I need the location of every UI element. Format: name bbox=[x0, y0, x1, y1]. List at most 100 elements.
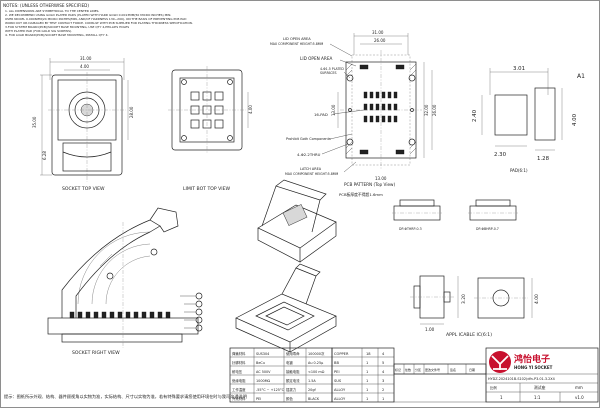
material-3-name: SUS bbox=[334, 379, 342, 383]
param-5-2: 颜色 bbox=[286, 396, 293, 401]
scale-value: 1:1 bbox=[534, 395, 541, 400]
param-1-3: Au 0.25μ bbox=[308, 361, 324, 365]
dim-socket-side-a: 6.28 bbox=[42, 151, 47, 160]
material-5-qty: 1 bbox=[366, 397, 368, 401]
pcb-pattern-view: 31.00 26.00 bbox=[270, 30, 437, 197]
rev-col-3: 更改文件号 bbox=[425, 367, 440, 372]
dim-socket-top-a: 28.00 bbox=[129, 106, 134, 118]
scale-label: 比例 bbox=[490, 385, 497, 390]
param-5-3: BLACK bbox=[308, 397, 320, 401]
rev-col-0: 标记 bbox=[395, 367, 401, 372]
notes-line-3: OVER NICKEL 0.0006MM(24 MICRO INCHES)MIN… bbox=[5, 17, 187, 21]
applicable-ic-view: 3.20 4.00 1.00 APPL ICABLE IC(6:1) bbox=[410, 275, 540, 338]
param-4-1: -55°C ~ +125°C bbox=[256, 388, 285, 392]
pcb-pad-strip-left bbox=[359, 64, 405, 155]
socket-top-view-label: SOCKET TOP VIEW bbox=[62, 186, 105, 192]
material-1-item: 5 bbox=[382, 361, 384, 365]
dim-pcb-w3: 13.00 bbox=[375, 176, 387, 181]
socket-top-view: 31.00 4.00 35.00 6.28 28.00 SOCKET TOP V… bbox=[32, 56, 134, 192]
dim-pcb-h3: 13.00 bbox=[331, 104, 336, 116]
dim-ic-h: 3.20 bbox=[461, 294, 467, 304]
notes-line-4: WORN OUT OR DAMAGED BY TEST CONTACT FORC… bbox=[5, 21, 193, 25]
right-view-callout-bubbles bbox=[180, 292, 203, 332]
dim-pcb-h1: 32.00 bbox=[424, 104, 429, 116]
material-3-item: 3 bbox=[382, 379, 384, 383]
param-5-0: 外壳材料 bbox=[232, 396, 246, 401]
param-2-2: 接触电阻 bbox=[286, 369, 300, 374]
param-0-0: 弹簧材料 bbox=[232, 351, 246, 356]
dim-pad-h1: 2.40 bbox=[472, 109, 478, 122]
param-5-1: PEI bbox=[256, 397, 261, 401]
version-value: v1.0 bbox=[575, 395, 584, 400]
side-profile-2: DP-ΦBHRP-0.7 bbox=[468, 199, 518, 231]
revision-header: 标记 处数 分区 更改文件号 签名 日期 bbox=[393, 363, 487, 403]
applicable-ic-label: APPL ICABLE IC(6:1) bbox=[446, 332, 492, 338]
pcb-thickness-note: PCB板厚度不得超1.6mm bbox=[339, 192, 383, 197]
company-name: 鸿怡电子 bbox=[514, 353, 550, 365]
material-3-qty: 1 bbox=[366, 379, 368, 383]
dim-pad-w3: 1.28 bbox=[537, 156, 550, 162]
dim-socket-top-w: 31.00 bbox=[80, 56, 92, 61]
pad-a1-label: A1 bbox=[577, 73, 585, 80]
material-4-qty: 1 bbox=[366, 388, 368, 392]
pcb-pattern-label: PCB PATTERN (Top View) bbox=[344, 182, 395, 187]
notes-line-6: WITH PLATED PAD (FOR GOLD SIG SCREWS). bbox=[5, 29, 72, 33]
unit-value: mm bbox=[575, 385, 583, 390]
callout-thru: 4-Φ2.2THRU bbox=[297, 152, 321, 157]
pad-detail: 3.01 A1 2.40 4.00 2.30 1.28 PAD(6:1) bbox=[472, 66, 585, 173]
material-2-item: 4 bbox=[382, 370, 385, 374]
company-name-en: HONG YI SOCKET bbox=[514, 365, 553, 370]
callout-16-pad: 16-PAD bbox=[314, 112, 328, 117]
param-3-1: 1000MΩ bbox=[256, 379, 271, 383]
param-1-2: 电镀 bbox=[286, 360, 293, 365]
rev-col-4: 签名 bbox=[450, 367, 456, 372]
side-profile-1-label: DP-ΦTHRP-0.3 bbox=[399, 227, 422, 231]
pcb-pad-array bbox=[363, 91, 398, 123]
param-0-2: 使用寿命 bbox=[286, 351, 300, 356]
notes-block: NOTES: (UNLESS OTHERWISE SPECIFIED) 1. A… bbox=[3, 3, 193, 37]
callout-max-component: MAX COMPONENT HEIGHT:5.8MM bbox=[270, 42, 323, 46]
param-1-0: 针脚材料 bbox=[232, 360, 246, 365]
material-0-item: 4 bbox=[382, 352, 385, 356]
part-name: 测试座 bbox=[534, 385, 546, 390]
dim-ic-w: 1.00 bbox=[425, 327, 435, 332]
param-4-3: 20gf bbox=[308, 388, 316, 392]
side-profile-1: DP-ΦTHRP-0.3 bbox=[392, 199, 442, 231]
dim-ic-w2: 4.00 bbox=[534, 294, 540, 304]
dim-pcb-h2: 26.00 bbox=[432, 104, 437, 116]
dim-pad-h2: 4.00 bbox=[572, 113, 578, 126]
callout-prohibit: Prohibit Goth Components bbox=[286, 137, 331, 141]
pad-detail-label: PAD(6:1) bbox=[510, 168, 528, 173]
dim-socket-top-h: 35.00 bbox=[32, 116, 37, 128]
company-logo bbox=[489, 351, 511, 373]
param-2-1: AC 500V bbox=[256, 370, 271, 374]
param-2-0: 耐电压 bbox=[232, 369, 243, 374]
notes-title: NOTES: (UNLESS OTHERWISE SPECIFIED) bbox=[3, 3, 89, 8]
material-0-qty: 18 bbox=[366, 352, 371, 356]
material-5-item: 1 bbox=[382, 397, 384, 401]
material-4-name: ALLOY bbox=[334, 388, 346, 392]
callout-lid-open: LID OPEN AREA bbox=[283, 37, 311, 41]
sheet-number: 1 bbox=[500, 395, 503, 400]
param-0-1: SUS304 bbox=[256, 352, 269, 356]
side-profile-2-label: DP-ΦBHRP-0.7 bbox=[476, 227, 499, 231]
limit-bot-view-label: LIMIT BOT TOP VIEW bbox=[183, 186, 231, 192]
rev-col-5: 日期 bbox=[469, 367, 475, 372]
param-0-3: 100000次 bbox=[308, 351, 325, 356]
material-2-name: PEI bbox=[334, 370, 340, 374]
dim-pad-w: 3.01 bbox=[513, 66, 525, 72]
material-table: COPPER 18 4 BB 1 5 PEI 1 4 SUS 1 3 ALLOY… bbox=[331, 347, 395, 403]
param-2-3: <100 mΩ bbox=[308, 370, 325, 374]
socket-right-view: SOCKET RIGHT VIEW bbox=[47, 207, 203, 356]
param-4-0: 工作温度 bbox=[232, 387, 246, 392]
material-5-name: ALLOY bbox=[334, 397, 346, 401]
title-block: 鸿怡电子 HONG YI SOCKET HYDZ-2024101B-S102(d… bbox=[485, 347, 599, 403]
material-2-qty: 1 bbox=[366, 370, 368, 374]
rev-col-1: 处数 bbox=[405, 367, 411, 372]
limit-bot-view: 4.00 LIMIT BOT TOP VIEW bbox=[168, 66, 253, 192]
dim-pcb-w1: 31.00 bbox=[372, 30, 384, 35]
callout-max-component-2: MAX COMPONENT HEIGHT:5.8MM bbox=[285, 172, 338, 176]
socket-right-view-label: SOCKET RIGHT VIEW bbox=[72, 350, 120, 356]
material-4-item: 2 bbox=[382, 388, 384, 392]
